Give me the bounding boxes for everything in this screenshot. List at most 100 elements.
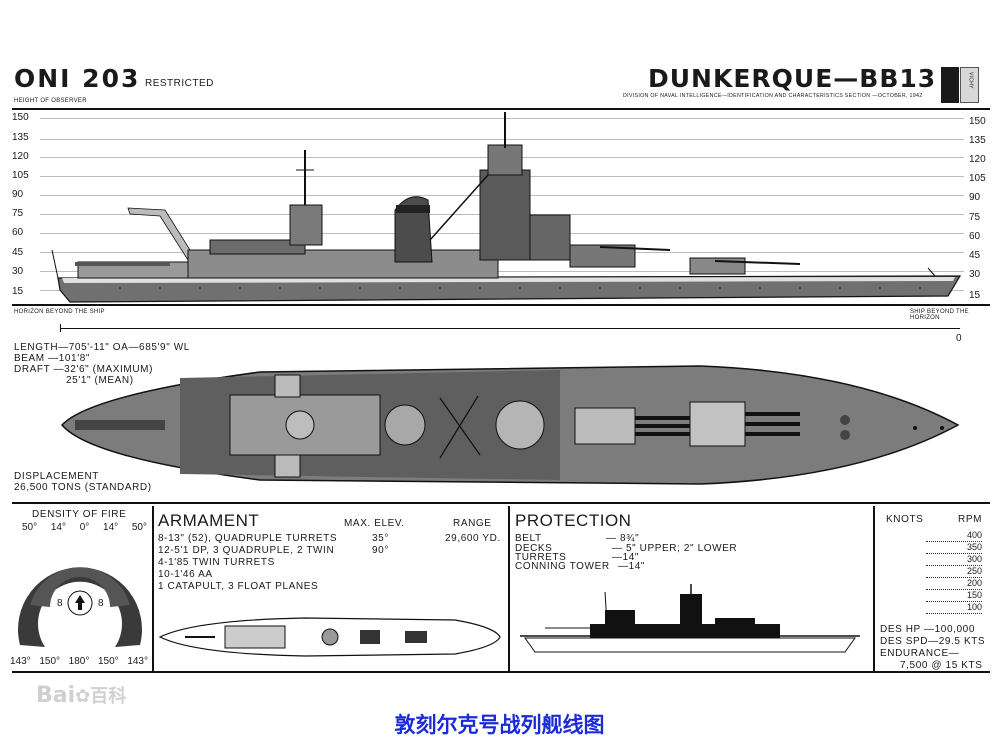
angle-label: 143° bbox=[10, 656, 31, 667]
max-elevation-header: MAX. ELEV. bbox=[344, 518, 405, 529]
tick-label: 60 bbox=[969, 231, 981, 242]
endurance-value: 7,500 @ 15 KTS bbox=[900, 660, 983, 671]
tick-label: 75 bbox=[12, 208, 24, 219]
angle-label: 50° bbox=[22, 522, 38, 533]
density-value-left: 8 bbox=[57, 598, 63, 609]
baidu-brand-cn: 百科 bbox=[90, 686, 127, 707]
tick-label: 45 bbox=[12, 247, 24, 258]
protection-row-value: — 8¾" bbox=[606, 533, 640, 544]
ship-beyond-horizon-label: SHIP BEYOND THE HORIZON bbox=[910, 309, 969, 321]
protection-row-label: DECKS bbox=[515, 543, 553, 554]
density-value-top: 8 bbox=[76, 558, 82, 569]
protection-row-label: BELT bbox=[515, 533, 542, 544]
tick-label: 150 bbox=[12, 112, 29, 123]
angle-label: 180° bbox=[68, 656, 90, 667]
report-number: ONI 203 bbox=[14, 64, 141, 93]
protection-row-value: —14" bbox=[618, 561, 646, 572]
protection-title: PROTECTION bbox=[515, 511, 632, 530]
protection-row-value: — 5" UPPER; 2" LOWER bbox=[612, 543, 738, 554]
armament-row-desc: 10-1'46 AA bbox=[158, 569, 213, 580]
tick-label: 90 bbox=[12, 189, 24, 200]
rpm-row: 300 bbox=[926, 554, 982, 566]
armament-plan-drawing bbox=[158, 617, 501, 657]
rpm-row: 350 bbox=[926, 542, 982, 554]
density-bottom-angles: 143° 150° 180° 150° 143° bbox=[10, 656, 148, 667]
plan-bottom-rule bbox=[12, 502, 990, 504]
armament-row-desc: 4-1'85 TWIN TURRETS bbox=[158, 557, 275, 568]
vichy-tab-stripe bbox=[941, 67, 959, 103]
armament-row-desc: 12-5'1 DP, 3 QUADRUPLE, 2 TWIN bbox=[158, 545, 335, 556]
rpm-row: 250 bbox=[926, 566, 982, 578]
vichy-tab-text: VICHY bbox=[967, 72, 974, 89]
vichy-tab: VICHY bbox=[960, 67, 979, 103]
divider-density-armament bbox=[152, 506, 154, 671]
bottom-rule bbox=[12, 671, 990, 673]
displacement-label: DISPLACEMENT bbox=[14, 471, 99, 482]
tick-label: 120 bbox=[12, 151, 29, 162]
angle-label: 143° bbox=[127, 656, 148, 667]
baidu-watermark: Bai✿百科 bbox=[36, 682, 126, 708]
length-scale-bar bbox=[60, 328, 960, 329]
armament-row-elev: 90° bbox=[372, 545, 389, 556]
divider-protection-performance bbox=[873, 506, 875, 671]
rpm-row: 400 bbox=[926, 530, 982, 542]
density-value-right: 8 bbox=[98, 598, 104, 609]
design-hp: DES HP —100,000 bbox=[880, 624, 975, 635]
endurance-label: ENDURANCE— bbox=[880, 648, 960, 659]
waterline-rule bbox=[12, 304, 990, 306]
tick-label: 45 bbox=[969, 250, 981, 261]
image-caption: 敦刻尔克号战列舰线图 bbox=[394, 713, 605, 737]
rpm-value: 250 bbox=[966, 566, 982, 576]
division-line: DIVISION OF NAVAL INTELLIGENCE—IDENTIFIC… bbox=[623, 93, 923, 99]
rpm-value: 300 bbox=[966, 554, 982, 564]
beam-spec: BEAM —101'8" bbox=[14, 353, 91, 364]
rpm-row: 200 bbox=[926, 578, 982, 590]
rpm-row: 100 bbox=[926, 602, 982, 614]
rpm-scale: 400 350 300 250 200 150 100 bbox=[926, 530, 982, 614]
rpm-header: RPM bbox=[958, 514, 983, 525]
knots-header: KNOTS bbox=[886, 514, 924, 525]
ship-title: DUNKERQUE—BB13 bbox=[648, 64, 937, 93]
angle-label: 150° bbox=[39, 656, 61, 667]
tick-label: 90 bbox=[969, 192, 981, 203]
tick-label: 30 bbox=[969, 269, 981, 280]
rpm-value: 200 bbox=[966, 578, 982, 588]
ship-profile-drawing bbox=[51, 112, 962, 303]
tick-label: 135 bbox=[12, 132, 29, 143]
draft-spec: DRAFT —32'6" (MAXIMUM) bbox=[14, 364, 154, 375]
profile-top-rule bbox=[12, 108, 990, 110]
angle-label: 14° bbox=[103, 522, 119, 533]
baidu-brand: Bai bbox=[36, 683, 76, 708]
tick-label: 120 bbox=[969, 154, 986, 165]
range-header: RANGE bbox=[453, 518, 492, 529]
tick-label: 15 bbox=[969, 290, 981, 301]
rpm-value: 400 bbox=[966, 530, 982, 540]
protection-row-label: TURRETS bbox=[515, 552, 567, 563]
tick-label: 135 bbox=[969, 135, 986, 146]
tick-label: 105 bbox=[969, 173, 986, 184]
rpm-row: 150 bbox=[926, 590, 982, 602]
armament-row-range: 29,600 YD. bbox=[445, 533, 501, 544]
rpm-value: 150 bbox=[966, 590, 982, 600]
design-speed: DES SPD—29.5 KTS bbox=[880, 636, 986, 647]
armament-title: ARMAMENT bbox=[158, 511, 260, 530]
tick-label: 105 bbox=[12, 170, 29, 181]
tick-label: 30 bbox=[12, 266, 24, 277]
displacement-value: 26,500 TONS (STANDARD) bbox=[14, 482, 152, 493]
protection-row-value: —14" bbox=[612, 552, 640, 563]
armament-row-elev: 35° bbox=[372, 533, 389, 544]
armament-row-desc: 8-13" (52), QUADRUPLE TURRETS bbox=[158, 533, 338, 544]
density-of-fire-diagram bbox=[17, 567, 142, 647]
restricted-label: RESTRICTED bbox=[145, 78, 214, 89]
tick-label: 75 bbox=[969, 212, 981, 223]
tick-label: 15 bbox=[12, 286, 24, 297]
height-of-observer-label: HEIGHT OF OBSERVER bbox=[14, 98, 87, 104]
armament-row-desc: 1 CATAPULT, 3 FLOAT PLANES bbox=[158, 581, 319, 592]
angle-label: 0° bbox=[79, 522, 90, 533]
baidu-paw-icon: ✿ bbox=[75, 686, 91, 707]
angle-label: 150° bbox=[97, 656, 119, 667]
length-scale-tick-left bbox=[60, 324, 61, 332]
ship-plan-drawing bbox=[60, 365, 960, 485]
tick-label: 150 bbox=[969, 116, 986, 127]
protection-row-label: CONNING TOWER bbox=[515, 561, 610, 572]
